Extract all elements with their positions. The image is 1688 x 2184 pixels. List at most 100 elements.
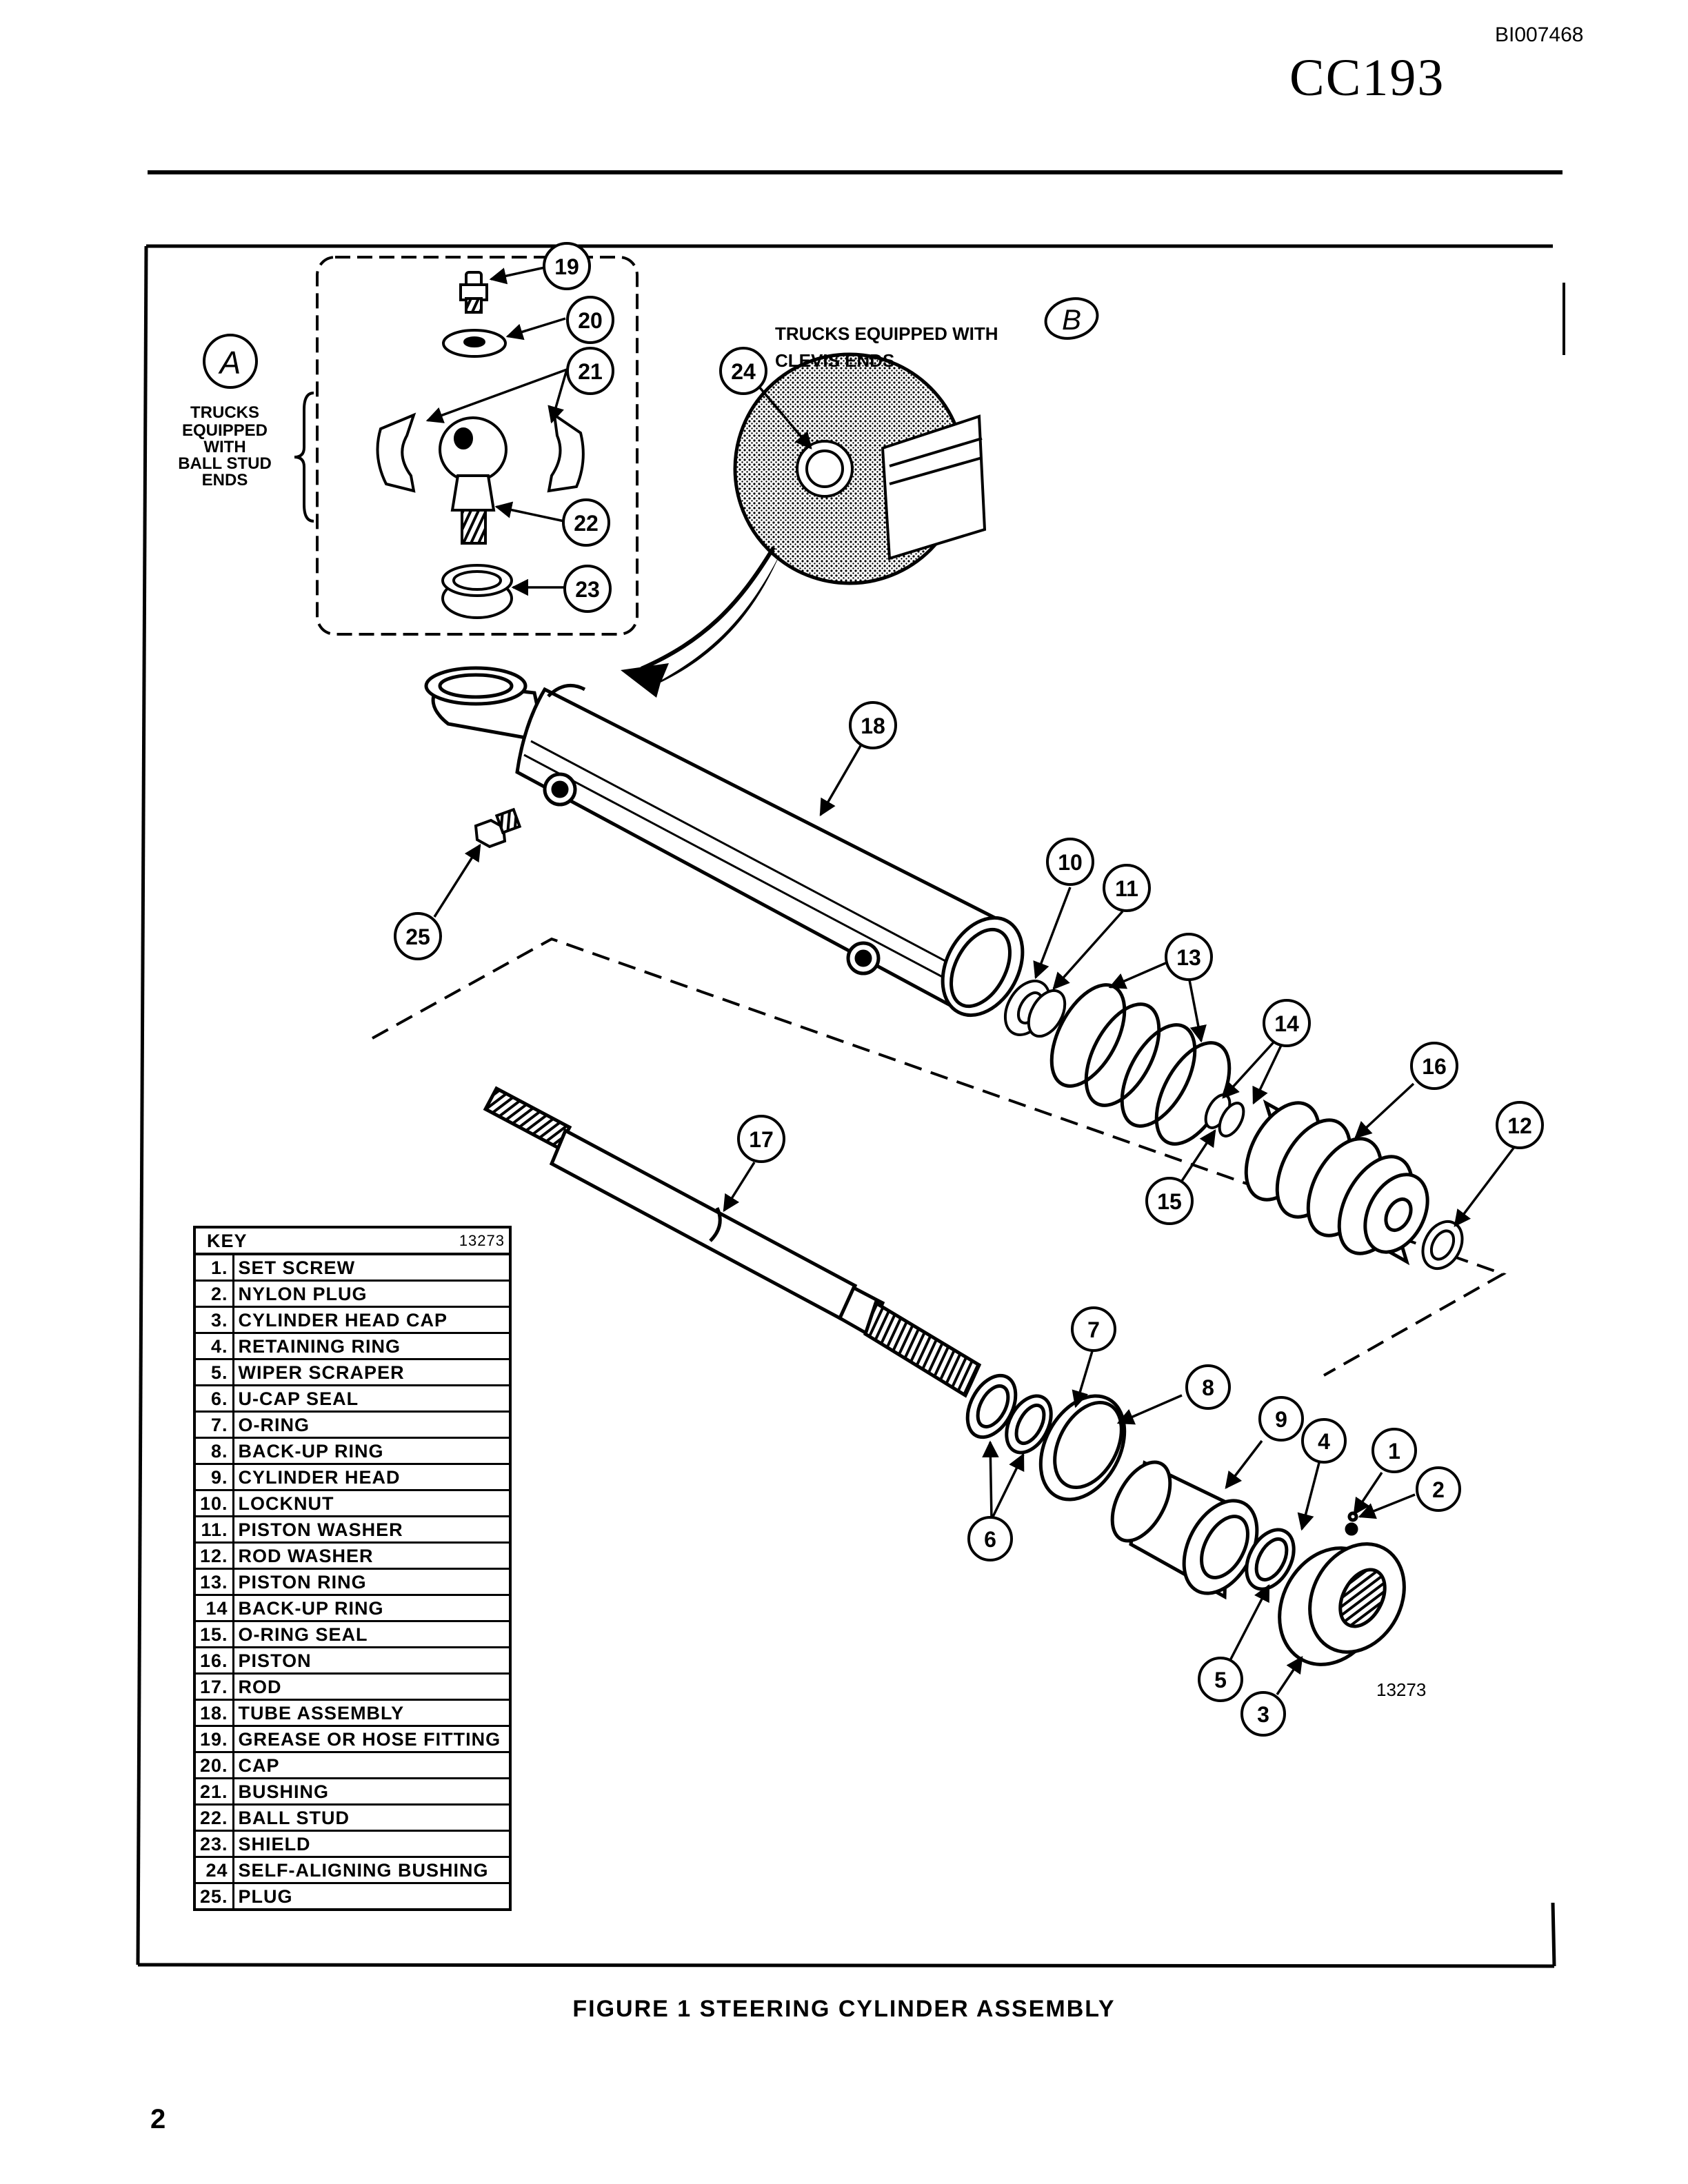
key-row: 2.NYLON PLUG	[193, 1280, 512, 1308]
shield-part	[441, 564, 513, 619]
piston-washer-part	[1027, 989, 1067, 1038]
key-item-name: BALL STUD	[232, 1803, 512, 1832]
callout-19: 19	[543, 242, 591, 290]
svg-text:17: 17	[749, 1127, 774, 1152]
inset-a-label-line: EQUIPPED	[182, 421, 268, 440]
callout-12: 12	[1496, 1101, 1544, 1149]
inset-a-label-line: TRUCKS	[190, 403, 259, 422]
key-row: 18.TUBE ASSEMBLY	[193, 1699, 512, 1727]
key-row: 17.ROD	[193, 1672, 512, 1701]
inset-b-marker: B	[1062, 303, 1081, 336]
header-rule	[148, 170, 1563, 174]
callout-5: 5	[1198, 1657, 1243, 1702]
tube-assembly-part	[424, 666, 1025, 1018]
rod-part	[483, 1086, 982, 1398]
svg-text:2: 2	[1432, 1477, 1445, 1502]
key-item-name: GREASE OR HOSE FITTING	[232, 1725, 512, 1753]
document-id: BI007468	[1495, 23, 1584, 46]
callout-16: 16	[1410, 1042, 1458, 1090]
svg-text:24: 24	[731, 359, 756, 384]
key-row: 3.CYLINDER HEAD CAP	[193, 1306, 512, 1334]
plug-part	[474, 807, 522, 849]
key-item-name: PISTON WASHER	[232, 1515, 512, 1544]
svg-text:23: 23	[575, 577, 600, 602]
callout-1: 1	[1372, 1428, 1417, 1473]
key-row: 13.PISTON RING	[193, 1568, 512, 1596]
key-item-number: 18.	[193, 1699, 234, 1727]
cylinder-head-part	[1110, 1460, 1259, 1600]
key-row: 12.ROD WASHER	[193, 1541, 512, 1570]
drawing-number: 13273	[1376, 1679, 1426, 1700]
svg-text:16: 16	[1422, 1054, 1447, 1079]
key-item-number: 4.	[193, 1332, 234, 1360]
figure-caption: FIGURE 1 STEERING CYLINDER ASSEMBLY	[572, 1996, 1116, 2022]
key-item-name: PLUG	[232, 1882, 512, 1911]
svg-text:9: 9	[1275, 1407, 1287, 1432]
callout-13: 13	[1165, 933, 1213, 981]
callout-18: 18	[849, 701, 897, 749]
cap-part	[442, 329, 507, 358]
key-item-number: 5.	[193, 1358, 234, 1386]
key-row: 21.BUSHING	[193, 1777, 512, 1806]
callout-2: 2	[1416, 1466, 1461, 1512]
key-row: 10.LOCKNUT	[193, 1489, 512, 1517]
callout-21: 21	[566, 347, 614, 395]
key-item-name: CYLINDER HEAD CAP	[232, 1306, 512, 1334]
svg-text:8: 8	[1202, 1375, 1214, 1400]
key-item-number: 22.	[193, 1803, 234, 1832]
key-item-number: 23.	[193, 1830, 234, 1858]
svg-text:20: 20	[578, 308, 603, 333]
key-row: 20.CAP	[193, 1751, 512, 1779]
callout-24: 24	[719, 347, 767, 395]
callout-14: 14	[1263, 999, 1311, 1047]
key-item-name: CYLINDER HEAD	[232, 1463, 512, 1491]
cylinder-head-cap-part	[1278, 1511, 1406, 1666]
inset-a-label-line: ENDS	[202, 471, 248, 489]
key-item-name: SELF-ALIGNING BUSHING	[232, 1856, 512, 1884]
rod-washer-part	[1421, 1220, 1464, 1271]
inset-b-label-line: TRUCKS EQUIPPED WITH	[775, 323, 998, 344]
inset-a-label-line: WITH	[203, 438, 245, 456]
svg-text:22: 22	[574, 511, 599, 536]
callout-11: 11	[1103, 864, 1151, 912]
document-code: CC193	[1289, 49, 1445, 107]
callout-9: 9	[1258, 1396, 1304, 1442]
callout-4: 4	[1301, 1418, 1347, 1464]
key-item-name: SET SCREW	[232, 1253, 512, 1282]
key-item-number: 25.	[193, 1882, 234, 1911]
key-item-number: 17.	[193, 1672, 234, 1701]
callout-6: 6	[967, 1516, 1013, 1561]
svg-text:11: 11	[1115, 876, 1138, 901]
inset-b-leader	[640, 546, 776, 671]
inset-a-box	[203, 256, 639, 636]
svg-text:21: 21	[578, 359, 603, 384]
svg-text:25: 25	[405, 924, 430, 949]
callout-20: 20	[566, 296, 614, 344]
key-item-name: BUSHING	[232, 1777, 512, 1806]
figure-frame	[136, 244, 1565, 1968]
key-item-name: PISTON	[232, 1646, 512, 1675]
inset-b-marker-ring	[1044, 297, 1099, 340]
key-item-number: 11.	[193, 1515, 234, 1544]
page-number: 2	[150, 2104, 166, 2134]
key-row: 16.PISTON	[193, 1646, 512, 1675]
key-item-name: CAP	[232, 1751, 512, 1779]
key-item-number: 7.	[193, 1410, 234, 1439]
callout-7: 7	[1071, 1306, 1116, 1352]
svg-text:6: 6	[984, 1527, 996, 1552]
key-item-number: 16.	[193, 1646, 234, 1675]
key-item-number: 2.	[193, 1280, 234, 1308]
svg-text:7: 7	[1087, 1317, 1100, 1342]
key-item-name: U-CAP SEAL	[232, 1384, 512, 1413]
svg-text:5: 5	[1214, 1668, 1227, 1692]
inset-a-label-line: BALL STUD	[178, 454, 272, 473]
svg-text:12: 12	[1507, 1113, 1532, 1138]
callout-8: 8	[1185, 1364, 1231, 1410]
key-item-number: 21.	[193, 1777, 234, 1806]
callout-23: 23	[563, 565, 612, 613]
bushing-part	[376, 412, 585, 493]
key-item-name: SHIELD	[232, 1830, 512, 1858]
piston-ring-part	[1049, 983, 1232, 1146]
